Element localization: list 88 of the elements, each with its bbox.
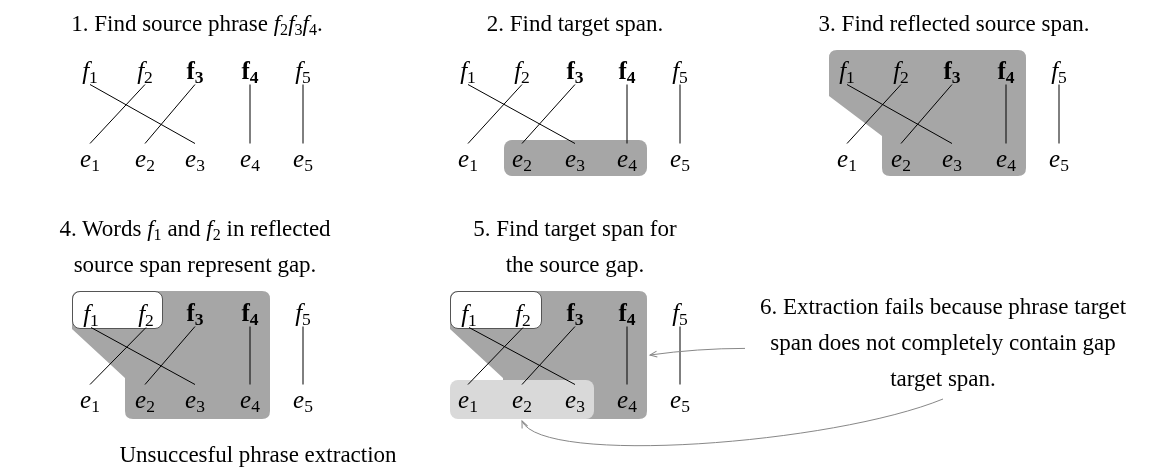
- word-token: e$_{2}$: [512, 386, 532, 412]
- word-token: f$_{4}$: [618, 299, 636, 325]
- word-token: f$_{4}$: [997, 57, 1015, 83]
- reflected-span-region: [450, 291, 647, 419]
- alignment-line: [89, 84, 146, 144]
- word-token: f$_{1}$: [460, 57, 476, 83]
- word-token: e$_{1}$: [80, 145, 100, 171]
- alignment-line: [90, 327, 196, 385]
- word-token: e$_{1}$: [458, 145, 478, 171]
- word-token: e$_{1}$: [80, 386, 100, 412]
- alignment-line: [467, 327, 524, 385]
- word-token: e$_{2}$: [891, 145, 911, 171]
- alignment-line: [521, 326, 576, 385]
- word-token: e$_{3}$: [565, 386, 585, 412]
- word-token: f$_{3}$: [566, 299, 584, 325]
- reflected-span-region: [829, 50, 1026, 176]
- word-token: e$_{3}$: [565, 145, 585, 171]
- word-token: f$_{2}$: [138, 300, 154, 326]
- target-span-region: [504, 140, 647, 176]
- word-token: e$_{2}$: [135, 145, 155, 171]
- word-token: e$_{5}$: [293, 386, 313, 412]
- alignment-line: [249, 84, 251, 144]
- word-token: e$_{1}$: [837, 145, 857, 171]
- word-token: f$_{5}$: [672, 299, 688, 325]
- alignment-line: [89, 327, 147, 385]
- word-token: e$_{2}$: [512, 145, 532, 171]
- word-token: f$_{2}$: [137, 57, 153, 83]
- word-token: f$_{3}$: [186, 299, 204, 325]
- gap-box: [450, 291, 542, 329]
- word-token: f$_{2}$: [514, 57, 530, 83]
- word-token: f$_{2}$: [893, 57, 909, 83]
- curved-arrow: [521, 398, 944, 447]
- word-token: f$_{4}$: [241, 299, 259, 325]
- word-token: f$_{3}$: [943, 57, 961, 83]
- alignment-line: [89, 84, 196, 144]
- alignment-line: [679, 84, 681, 144]
- alignment-line: [302, 84, 304, 144]
- word-token: e$_{3}$: [185, 386, 205, 412]
- alignment-line: [626, 84, 628, 144]
- gap-target-region: [450, 380, 594, 419]
- alignment-line: [249, 326, 251, 385]
- alignment-line: [144, 84, 196, 144]
- alignment-line: [846, 84, 902, 144]
- word-token: f$_{1}$: [839, 57, 855, 83]
- gap-box: [72, 291, 163, 329]
- word-token: e$_{4}$: [617, 145, 637, 171]
- alignment-line: [467, 84, 523, 144]
- word-token: e$_{5}$: [293, 145, 313, 171]
- alignment-line: [679, 326, 681, 385]
- alignment-line: [1058, 84, 1060, 144]
- word-token: e$_{5}$: [670, 145, 690, 171]
- word-token: f$_{5}$: [1051, 57, 1067, 83]
- alignment-line: [1005, 84, 1007, 144]
- step-caption: 5. Find target span for the source gap.: [472, 215, 678, 279]
- word-token: f$_{1}$: [83, 300, 99, 326]
- word-token: e$_{4}$: [996, 145, 1016, 171]
- word-token: f$_{1}$: [82, 57, 98, 83]
- step-caption: 1. Find source phrase f$_{2}$f$_{3}$f$_{4}$.: [70, 10, 324, 40]
- figure-caption: Unsuccesful phrase extraction: [118, 441, 398, 469]
- curved-arrow: [649, 347, 746, 358]
- word-token: e$_{3}$: [185, 145, 205, 171]
- word-token: f$_{5}$: [672, 57, 688, 83]
- word-token: f$_{5}$: [295, 299, 311, 325]
- word-token: f$_{3}$: [186, 57, 204, 83]
- alignment-line: [144, 326, 196, 385]
- alignment-line: [900, 84, 953, 144]
- alignment-line: [626, 326, 628, 385]
- step-caption: 2. Find target span.: [485, 10, 665, 38]
- word-token: e$_{3}$: [942, 145, 962, 171]
- step-caption: 3. Find reflected source span.: [817, 10, 1091, 38]
- word-token: e$_{4}$: [240, 386, 260, 412]
- step-note: 6. Extraction fails because phrase target span does not completely contain gap target span.: [748, 289, 1138, 397]
- word-token: f$_{1}$: [461, 300, 477, 326]
- alignment-line: [846, 84, 953, 144]
- word-token: f$_{4}$: [241, 57, 259, 83]
- reflected-span-region: [72, 291, 270, 419]
- word-token: e$_{4}$: [240, 145, 260, 171]
- alignment-line: [302, 326, 304, 385]
- word-token: e$_{4}$: [617, 386, 637, 412]
- word-token: f$_{5}$: [295, 57, 311, 83]
- step-caption: 4. Words f$_{1}$ and f$_{2}$ in reflected source span represent gap.: [58, 215, 332, 279]
- word-token: e$_{1}$: [458, 386, 478, 412]
- word-token: e$_{2}$: [135, 386, 155, 412]
- word-token: f$_{4}$: [618, 57, 636, 83]
- word-token: f$_{2}$: [515, 300, 531, 326]
- word-token: e$_{5}$: [1049, 145, 1069, 171]
- word-token: e$_{5}$: [670, 386, 690, 412]
- word-token: f$_{3}$: [566, 57, 584, 83]
